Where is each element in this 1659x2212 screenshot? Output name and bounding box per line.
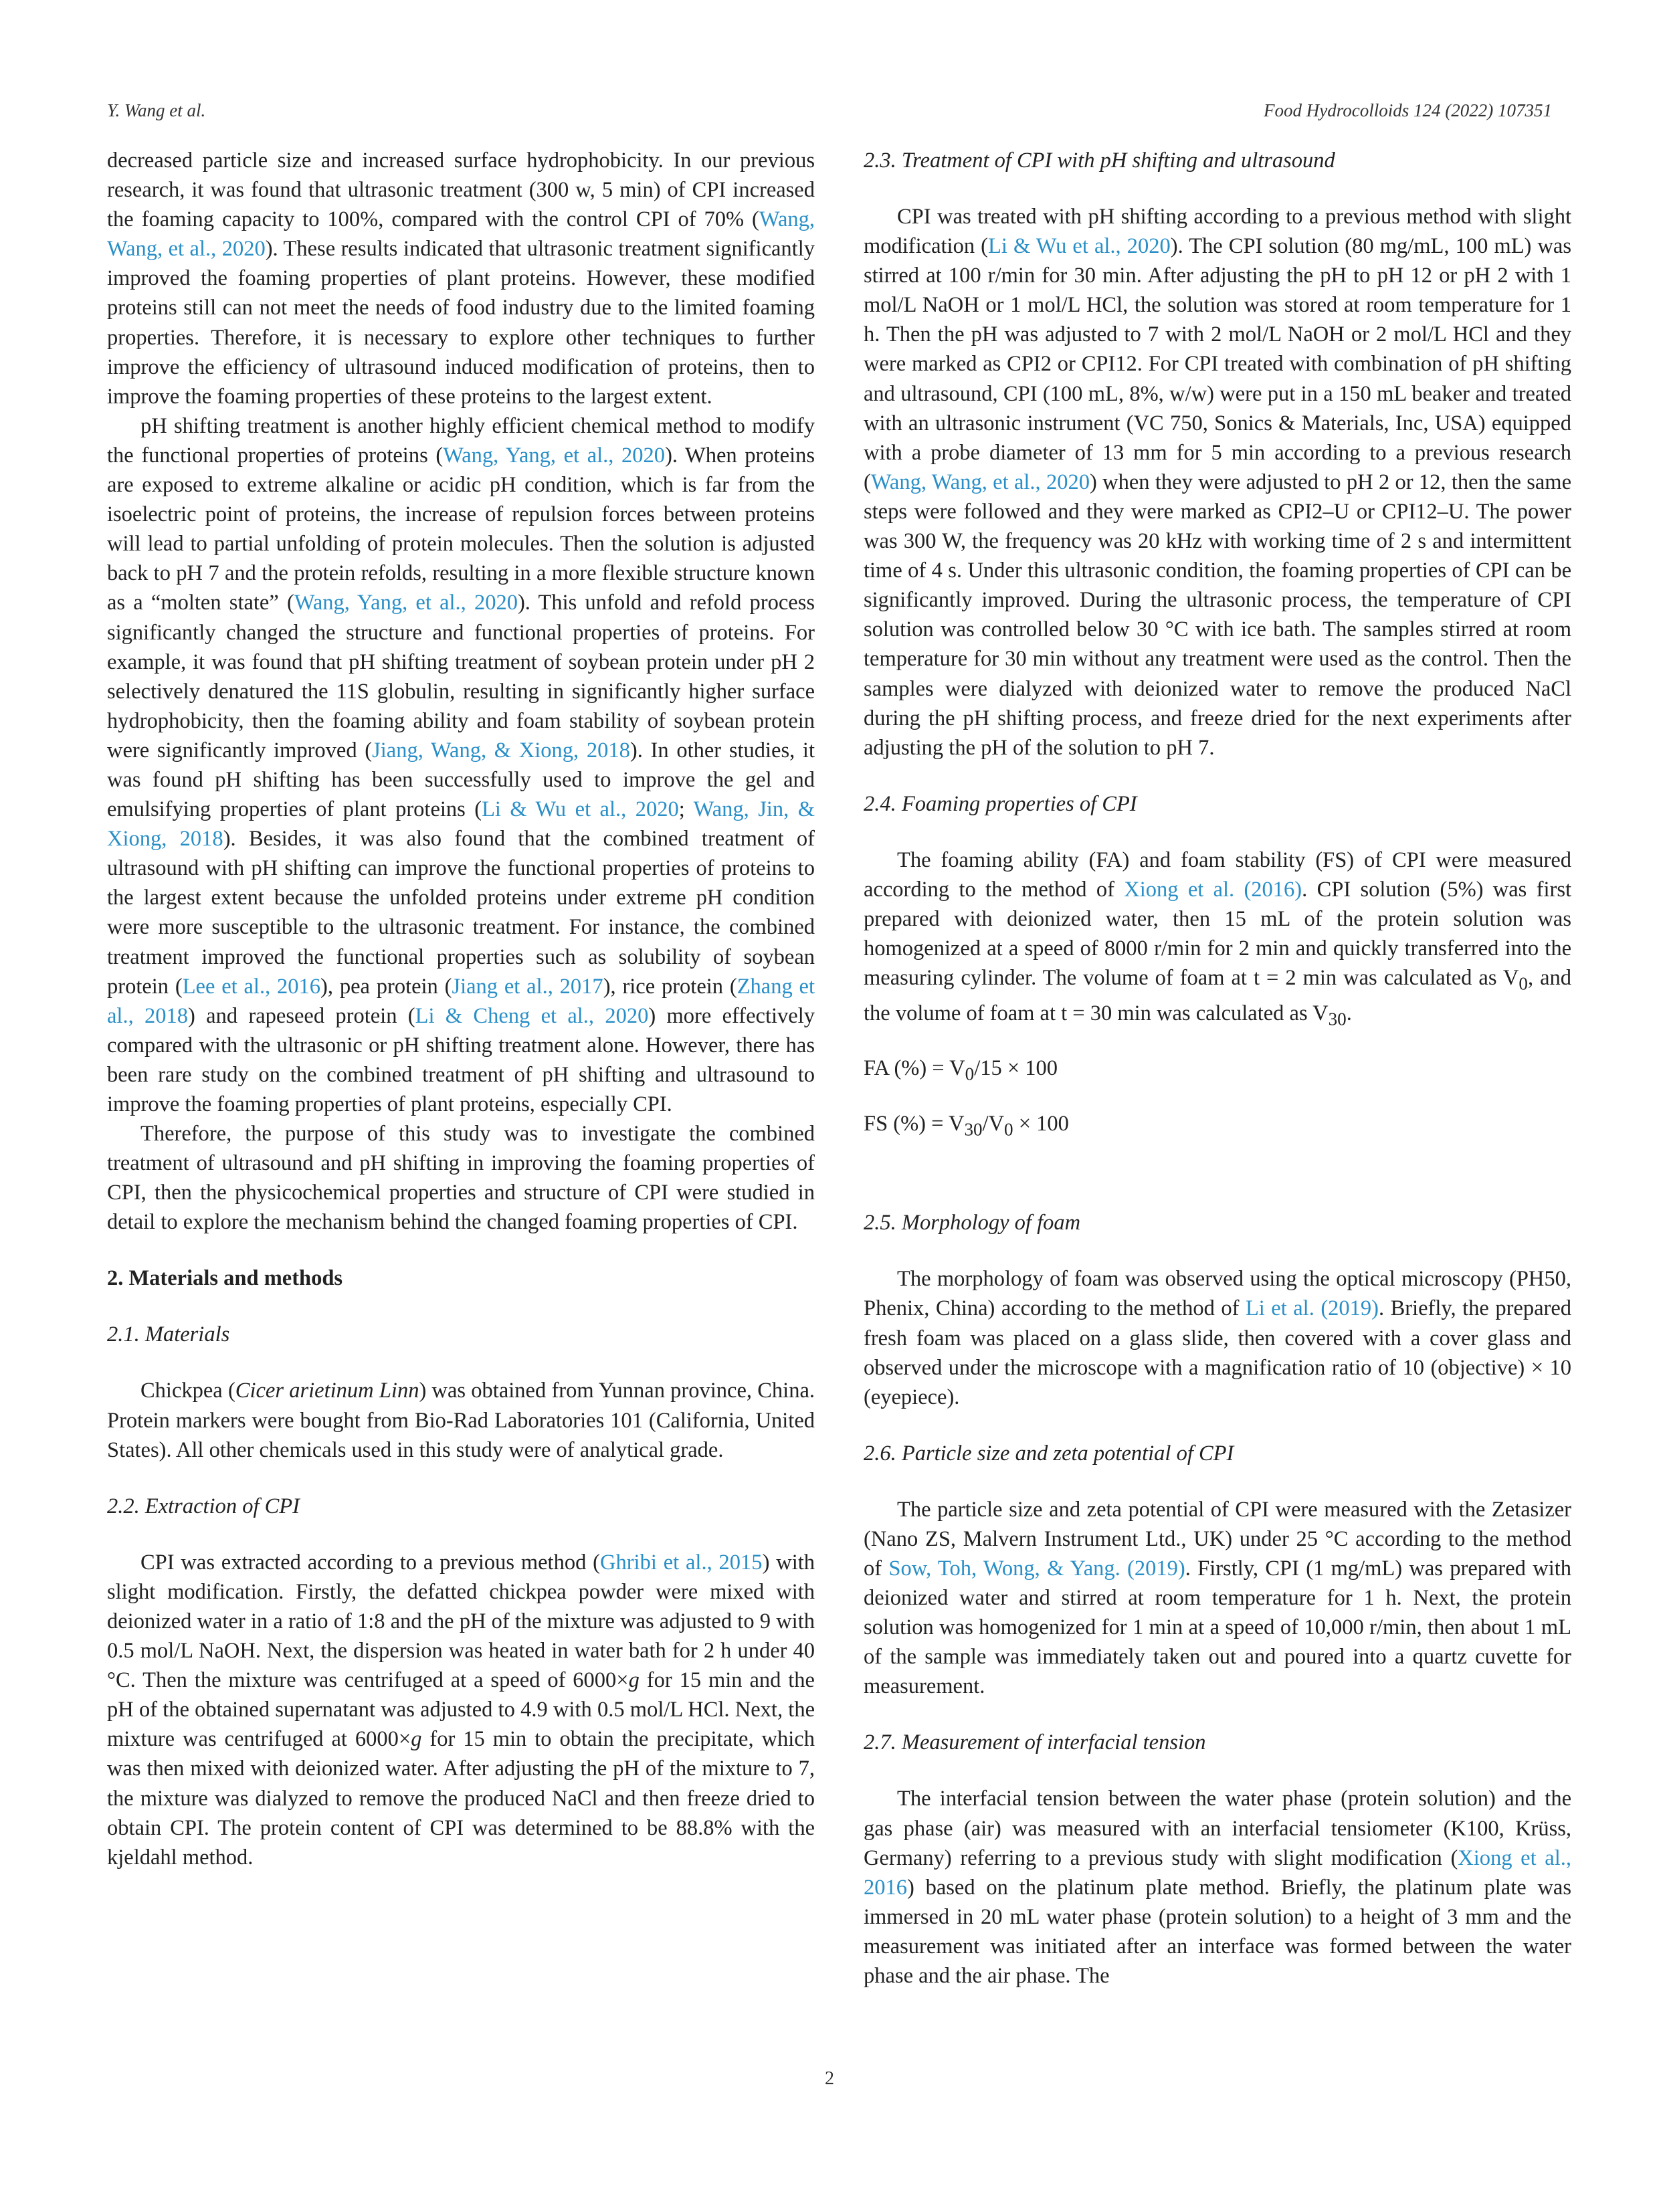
- right-column: 2.3. Treatment of CPI with pH shifting a…: [864, 146, 1571, 1991]
- text: ) more effectively compared with the ult…: [107, 1003, 815, 1116]
- subsection-heading-particle-size: 2.6. Particle size and zeta potential of…: [864, 1441, 1234, 1466]
- citation-link[interactable]: Xiong et al. (2016): [1124, 877, 1302, 902]
- subsection-heading-foaming: 2.4. Foaming properties of CPI: [864, 791, 1137, 816]
- citation-link[interactable]: Wang, Jin, & Xiong, 2018: [107, 797, 815, 851]
- citation-link[interactable]: Wang, Yang, et al., 2020: [294, 591, 518, 615]
- text: The interfacial tension between the wate…: [864, 1787, 1571, 1870]
- citation-link[interactable]: Wang, Wang, et al., 2020: [107, 207, 815, 262]
- text: ). This unfold and refold process signif…: [107, 591, 815, 763]
- citation-link[interactable]: Ghribi et al., 2015: [600, 1550, 763, 1575]
- text: ). These results indicated that ultrason…: [107, 237, 815, 409]
- text: ) was obtained from Yunnan province, Chi…: [107, 1379, 815, 1462]
- text: ), pea protein (: [320, 974, 452, 999]
- text: . Firstly, CPI (1 mg/mL) was prepared wi…: [864, 1556, 1572, 1699]
- text: for 15 min and the pH of the obtained su…: [107, 1668, 815, 1752]
- text: . Briefly, the prepared fresh foam was p…: [864, 1296, 1572, 1409]
- paragraph-intro-continued: decreased particle size and increased su…: [107, 146, 815, 411]
- text: FS (%) = V: [864, 1111, 965, 1136]
- text: ). Besides, it was also found that the c…: [107, 827, 815, 999]
- text: FA (%) = V: [864, 1056, 965, 1081]
- text: ). The CPI solution (80 mg/mL, 100 mL) w…: [864, 234, 1571, 494]
- g-force-symbol: g: [628, 1668, 640, 1693]
- paragraph-extraction: CPI was extracted according to a previou…: [107, 1548, 815, 1872]
- paragraph-morphology: The morphology of foam was observed usin…: [864, 1264, 1571, 1411]
- text: CPI was treated with pH shifting accordi…: [864, 205, 1571, 259]
- text: CPI was extracted according to a previou…: [140, 1550, 601, 1575]
- text: ). When proteins are exposed to extreme …: [107, 443, 815, 615]
- paragraph-materials: Chickpea (Cicer arietinum Linn) was obta…: [107, 1376, 815, 1464]
- equation-foam-stability: FS (%) = V30/V0 × 100: [864, 1109, 1571, 1144]
- subsection-heading-treatment: 2.3. Treatment of CPI with pH shifting a…: [864, 148, 1335, 173]
- citation-link[interactable]: Jiang et al., 2017: [452, 974, 603, 999]
- text: ). In other studies, it was found pH shi…: [107, 738, 815, 822]
- text: pH shifting treatment is another highly …: [107, 413, 815, 468]
- paragraph-purpose: Therefore, the purpose of this study was…: [107, 1122, 815, 1235]
- paragraph-particle-size: The particle size and zeta potential of …: [864, 1495, 1571, 1702]
- text: ) based on the platinum plate method. Br…: [864, 1875, 1571, 1989]
- subsection-heading-extraction: 2.2. Extraction of CPI: [107, 1494, 300, 1518]
- citation-link[interactable]: Xiong et al., 2016: [864, 1845, 1571, 1900]
- species-name: Cicer arietinum Linn: [235, 1379, 419, 1403]
- text: The particle size and zeta potential of …: [864, 1497, 1571, 1581]
- subscript: 0: [1519, 973, 1528, 994]
- paragraph-ph-shifting: pH shifting treatment is another highly …: [107, 411, 815, 1119]
- text: ;: [678, 797, 694, 822]
- text: Chickpea (: [140, 1379, 235, 1403]
- citation-link[interactable]: Zhang et al., 2018: [107, 974, 815, 1028]
- citation-link[interactable]: Lee et al., 2016: [182, 974, 321, 999]
- paragraph-foaming: The foaming ability (FA) and foam stabil…: [864, 845, 1571, 1034]
- subscript: 0: [1004, 1119, 1013, 1140]
- running-header-journal: Food Hydrocolloids 124 (2022) 107351: [1264, 100, 1552, 120]
- text: ) and rapeseed protein (: [188, 1003, 415, 1028]
- paragraph-treatment: CPI was treated with pH shifting accordi…: [864, 202, 1571, 763]
- citation-link[interactable]: Wang, Yang, et al., 2020: [443, 443, 666, 468]
- text: for 15 min to obtain the precipitate, wh…: [107, 1727, 815, 1870]
- text: /15 × 100: [974, 1056, 1058, 1081]
- subsection-heading-morphology: 2.5. Morphology of foam: [864, 1211, 1081, 1235]
- page-number: 2: [825, 2068, 834, 2089]
- subscript: 30: [1328, 1009, 1347, 1029]
- text: decreased particle size and increased su…: [107, 148, 815, 232]
- text: .: [1346, 1001, 1352, 1025]
- citation-link[interactable]: Li & Wu et al., 2020: [987, 234, 1171, 259]
- g-force-symbol: g: [411, 1727, 422, 1752]
- citation-link[interactable]: Li & Wu et al., 2020: [482, 797, 679, 822]
- left-column: decreased particle size and increased su…: [107, 146, 815, 1872]
- section-heading-materials-methods: 2. Materials and methods: [107, 1266, 343, 1291]
- text: /V: [982, 1111, 1005, 1136]
- citation-link[interactable]: Li & Cheng et al., 2020: [415, 1003, 649, 1028]
- subsection-heading-interfacial-tension: 2.7. Measurement of interfacial tension: [864, 1730, 1206, 1755]
- text: , and the volume of foam at t = 30 min w…: [864, 966, 1571, 1025]
- equation-foaming-ability: FA (%) = V0/15 × 100: [864, 1053, 1571, 1089]
- text: . CPI solution (5%) was first prepared w…: [864, 877, 1571, 991]
- text: ) with slight modification. Firstly, the…: [107, 1550, 815, 1693]
- text: × 100: [1013, 1111, 1069, 1136]
- running-header-authors: Y. Wang et al.: [107, 100, 206, 120]
- text: The foaming ability (FA) and foam stabil…: [864, 847, 1571, 902]
- citation-link[interactable]: Wang, Wang, et al., 2020: [870, 470, 1090, 494]
- subscript: 0: [965, 1064, 975, 1084]
- subsection-heading-materials: 2.1. Materials: [107, 1322, 230, 1347]
- text: The morphology of foam was observed usin…: [864, 1267, 1571, 1321]
- citation-link[interactable]: Li et al. (2019): [1245, 1296, 1379, 1321]
- paragraph-interfacial-tension: The interfacial tension between the wate…: [864, 1784, 1571, 1991]
- text: ), rice protein (: [603, 974, 737, 999]
- citation-link[interactable]: Jiang, Wang, & Xiong, 2018: [372, 738, 630, 763]
- text: ) when they were adjusted to pH 2 or 12,…: [864, 470, 1571, 760]
- citation-link[interactable]: Sow, Toh, Wong, & Yang. (2019): [888, 1556, 1185, 1581]
- subscript: 30: [964, 1119, 983, 1140]
